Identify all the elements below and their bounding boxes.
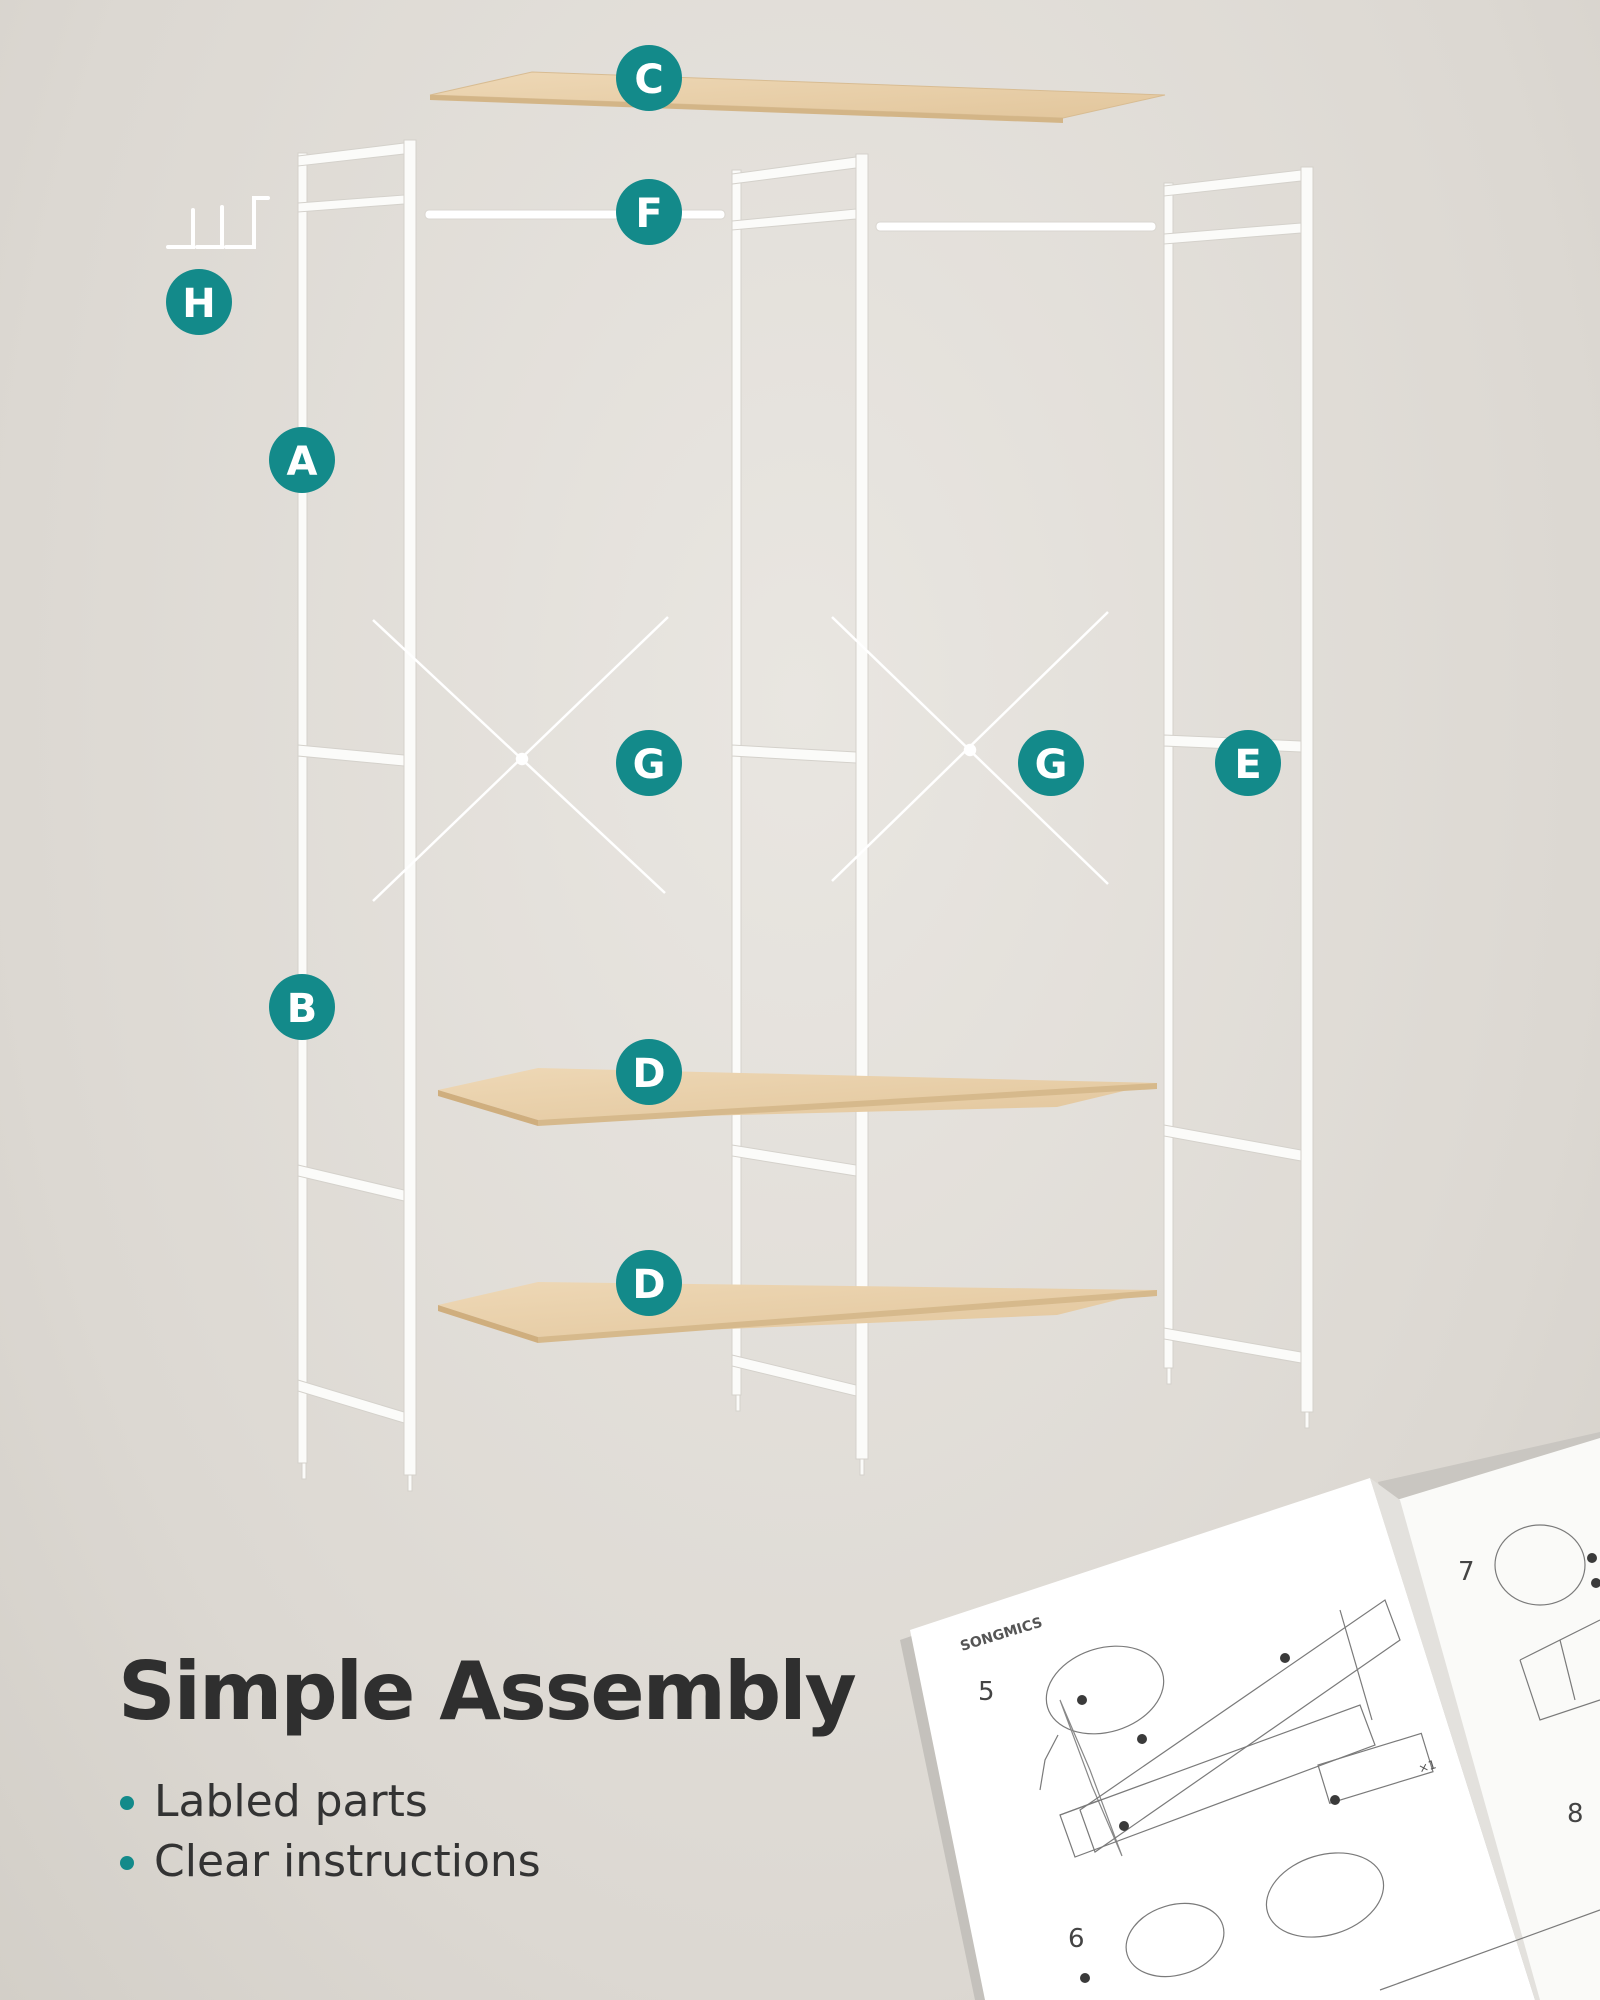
clothes-hooks-h bbox=[166, 196, 270, 249]
part-label-a: A bbox=[269, 427, 335, 493]
feature-item: Labled parts bbox=[118, 1772, 541, 1832]
side-frame-a-b bbox=[297, 139, 417, 1492]
top-shelf-c bbox=[429, 71, 1166, 123]
feature-list: Labled parts Clear instructions bbox=[118, 1772, 541, 1892]
svg-text:F: F bbox=[635, 191, 662, 237]
svg-text:G: G bbox=[1035, 742, 1068, 788]
manual-step-7: 7 bbox=[1458, 1557, 1475, 1587]
feature-label: Labled parts bbox=[154, 1776, 428, 1827]
part-label-g-left: G bbox=[616, 730, 682, 796]
part-label-c: C bbox=[616, 45, 682, 111]
instruction-manual: SONGMICS 5 6 7 8 ×1 bbox=[900, 1432, 1600, 2000]
manual-step-5: 5 bbox=[978, 1677, 995, 1707]
manual-step-badges bbox=[1077, 1553, 1600, 1983]
manual-step-8: 8 bbox=[1567, 1799, 1584, 1829]
shelves-d bbox=[438, 1068, 1157, 1343]
feature-label: Clear instructions bbox=[154, 1836, 541, 1887]
part-label-h: H bbox=[166, 269, 232, 335]
part-label-g-right: G bbox=[1018, 730, 1084, 796]
svg-text:A: A bbox=[287, 439, 318, 485]
svg-text:E: E bbox=[1234, 742, 1261, 788]
part-label-d-upper: D bbox=[616, 1039, 682, 1105]
headline: Simple Assembly bbox=[118, 1645, 857, 1738]
svg-text:C: C bbox=[634, 57, 663, 103]
svg-text:D: D bbox=[632, 1262, 665, 1308]
svg-text:B: B bbox=[287, 986, 318, 1032]
manual-quantity-callout: ×1 bbox=[1417, 1757, 1438, 1776]
middle-frame bbox=[731, 153, 869, 1476]
feature-item: Clear instructions bbox=[118, 1832, 541, 1892]
cross-braces-g bbox=[372, 611, 1109, 902]
part-label-e: E bbox=[1215, 730, 1281, 796]
svg-text:D: D bbox=[632, 1051, 665, 1097]
part-label-b: B bbox=[269, 974, 335, 1040]
svg-text:H: H bbox=[182, 281, 215, 327]
part-label-d-lower: D bbox=[616, 1250, 682, 1316]
svg-text:G: G bbox=[633, 742, 666, 788]
bullet-dot-icon bbox=[120, 1856, 134, 1870]
manual-diagram-lines bbox=[1039, 1524, 1600, 1991]
bullet-dot-icon bbox=[120, 1796, 134, 1810]
side-frame-e bbox=[1163, 166, 1314, 1429]
manual-step-6: 6 bbox=[1068, 1924, 1085, 1954]
part-label-f: F bbox=[616, 179, 682, 245]
